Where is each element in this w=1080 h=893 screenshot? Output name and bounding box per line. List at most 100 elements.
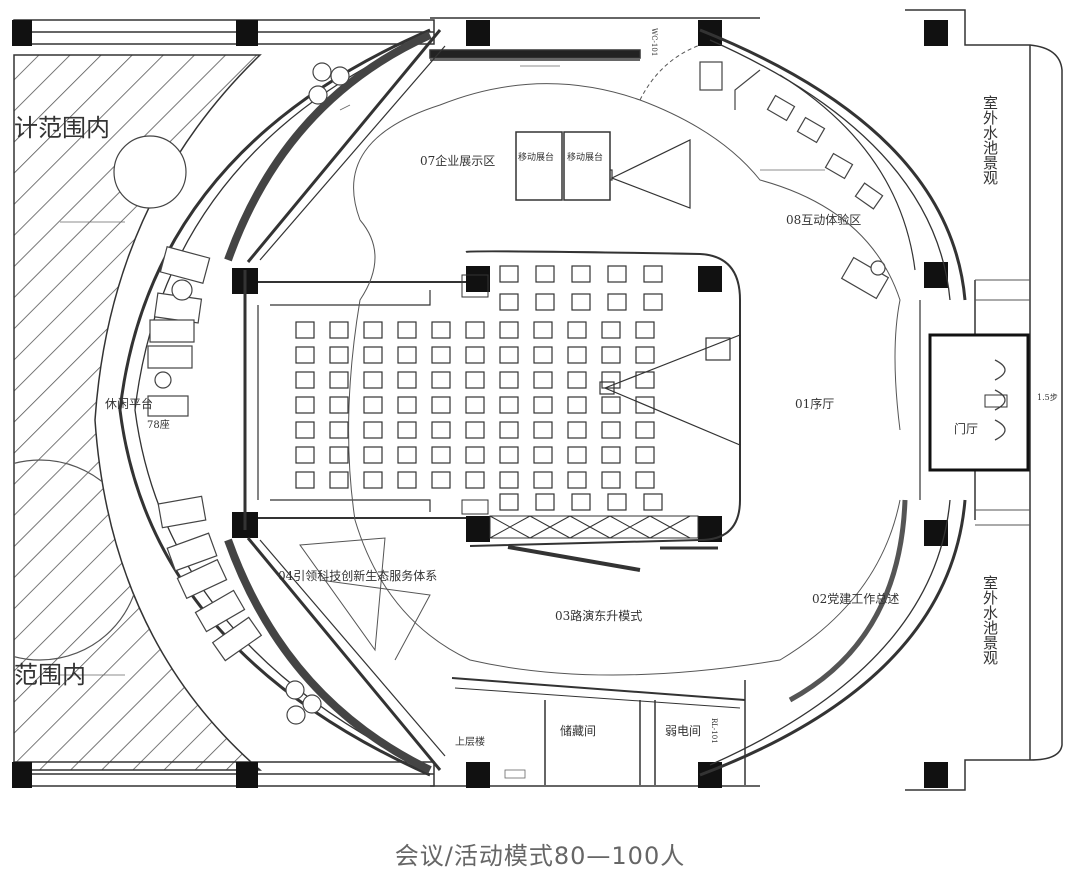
seat — [329, 346, 349, 364]
seat — [535, 265, 555, 283]
seat — [295, 396, 315, 414]
seat — [533, 346, 553, 364]
pool-label-lower: 室外水池景观 — [981, 575, 999, 666]
seat-count-label: 78座 — [147, 418, 170, 431]
wc-code-label: WC-101 — [650, 28, 658, 56]
seat — [465, 471, 485, 489]
seating-grid — [295, 265, 663, 511]
inner-walls — [243, 29, 921, 785]
seat — [329, 321, 349, 339]
seat — [295, 446, 315, 464]
seat — [567, 471, 587, 489]
seat — [499, 471, 519, 489]
seat — [643, 293, 663, 311]
annotation-leaders — [60, 65, 825, 779]
seat — [295, 471, 315, 489]
seat — [607, 265, 627, 283]
seat — [499, 396, 519, 414]
seat — [465, 346, 485, 364]
seat — [431, 446, 451, 464]
seat — [431, 371, 451, 389]
zone-power-room: 弱电间 — [665, 724, 701, 738]
seat — [533, 471, 553, 489]
seat — [601, 446, 621, 464]
seat — [533, 321, 553, 339]
seat — [499, 421, 519, 439]
seat — [329, 471, 349, 489]
mobile-platform-2-label: 移动展台 — [567, 151, 603, 163]
seat — [499, 293, 519, 311]
stage-truss — [461, 274, 699, 539]
vestibule — [928, 279, 1030, 526]
power-code-label: RL-101 — [710, 718, 718, 744]
seat — [571, 265, 591, 283]
stairs-label: 上层楼 — [455, 735, 485, 748]
seat — [465, 321, 485, 339]
seat — [535, 293, 555, 311]
zone-foyer: 01序厅 — [795, 396, 834, 411]
seat — [601, 421, 621, 439]
seat — [635, 421, 655, 439]
circulation-paths — [299, 44, 901, 676]
seat — [567, 421, 587, 439]
seat — [571, 293, 591, 311]
mobile-platforms — [515, 131, 611, 201]
seat — [635, 471, 655, 489]
interactive-furniture — [699, 61, 890, 300]
seat — [533, 396, 553, 414]
seat — [571, 493, 591, 511]
seat — [363, 321, 383, 339]
seat — [295, 346, 315, 364]
seat — [499, 265, 519, 283]
zone-vestibule: 门厅 — [954, 421, 978, 436]
seat — [329, 396, 349, 414]
seat — [533, 446, 553, 464]
zone-storage: 储藏间 — [560, 723, 596, 738]
seat — [567, 371, 587, 389]
seat — [601, 346, 621, 364]
seat — [533, 421, 553, 439]
seat — [329, 371, 349, 389]
seat — [363, 346, 383, 364]
seat — [397, 396, 417, 414]
seat — [601, 471, 621, 489]
seat — [567, 346, 587, 364]
seat — [363, 471, 383, 489]
seat — [635, 446, 655, 464]
plan-caption: 会议/活动模式80—100人 — [394, 842, 686, 870]
seat — [431, 346, 451, 364]
seat — [535, 493, 555, 511]
seat — [295, 371, 315, 389]
seat — [329, 446, 349, 464]
seat — [295, 321, 315, 339]
seat — [431, 421, 451, 439]
pool-label-upper: 室外水池景观 — [981, 95, 999, 186]
zone-corporate-display: 07企业展示区 — [420, 153, 495, 168]
scope-label-bottom: 范围内 — [14, 661, 86, 689]
seat — [499, 446, 519, 464]
mobile-platform-1-label: 移动展台 — [518, 151, 554, 163]
zone-lounge: 休闲平台 — [105, 396, 153, 411]
seat — [397, 446, 417, 464]
floor-plan: 计范围内 范围内 室外水池景观 室外水池景观 07企业展示区 08互动体验区 0… — [12, 9, 1063, 791]
seat — [607, 493, 627, 511]
seat — [601, 396, 621, 414]
seat — [329, 421, 349, 439]
seat — [363, 371, 383, 389]
seat — [643, 265, 663, 283]
outside-hatched-area — [13, 54, 263, 771]
curved-walls — [118, 28, 967, 777]
zone-party-building: 02党建工作总述 — [812, 591, 899, 606]
seat — [607, 293, 627, 311]
seat — [363, 446, 383, 464]
seat — [635, 321, 655, 339]
seat — [499, 346, 519, 364]
seat — [295, 421, 315, 439]
seat — [363, 396, 383, 414]
seat — [465, 396, 485, 414]
seat — [431, 471, 451, 489]
lounge-furniture — [147, 62, 350, 725]
seat — [465, 421, 485, 439]
seat — [567, 396, 587, 414]
seat — [533, 371, 553, 389]
